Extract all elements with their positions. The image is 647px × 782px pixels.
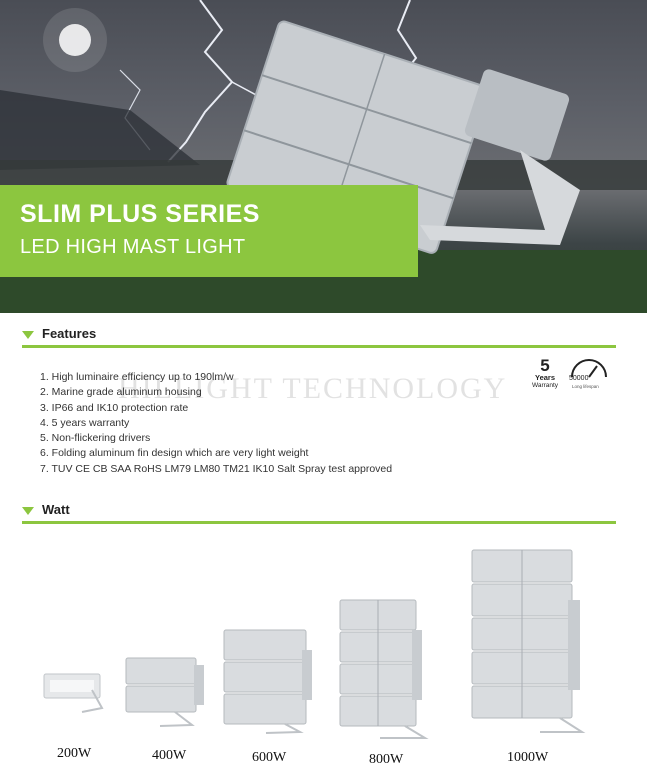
- triangle-down-icon: [22, 507, 34, 515]
- features-list: 1. High luminaire efficiency up to 190lm…: [40, 370, 392, 477]
- feature-item: 4. 5 years warranty: [40, 416, 130, 429]
- feature-item: 5. Non-flickering drivers: [40, 432, 151, 445]
- watt-heading: Watt: [42, 502, 70, 517]
- watt-header: Watt: [22, 502, 616, 524]
- hero-banner: SLIM PLUS SERIES LED HIGH MAST LIGHT: [0, 0, 647, 313]
- warranty-years: Years: [534, 373, 556, 382]
- feature-item: 6. Folding aluminum fin design which are…: [40, 447, 309, 460]
- feature-item: 2. Marine grade aluminum housing: [40, 386, 202, 399]
- series-title: SLIM PLUS SERIES: [20, 200, 260, 228]
- series-subtitle: LED HIGH MAST LIGHT: [20, 236, 246, 258]
- product-lineup: [43, 549, 586, 739]
- features-divider: [22, 345, 616, 348]
- lifespan-caption: Long lifespan: [572, 384, 599, 389]
- product-800w: [339, 599, 429, 739]
- product-400w: [125, 657, 204, 727]
- product-label: 600W: [252, 750, 287, 765]
- lifespan-value: 50000: [569, 375, 589, 382]
- warranty-number: 5: [540, 356, 550, 375]
- product-label: 200W: [57, 746, 92, 761]
- features-header: Features: [22, 326, 616, 348]
- product-200w: [43, 673, 104, 713]
- gauge-icon: [571, 359, 607, 378]
- warranty-badge: 5 Years Warranty: [528, 357, 562, 390]
- product-label: 1000W: [507, 750, 549, 765]
- features-heading: Features: [42, 326, 97, 341]
- feature-item: 1. High luminaire efficiency up to 190lm…: [40, 371, 234, 383]
- title-band: [0, 185, 418, 277]
- triangle-down-icon: [22, 331, 34, 339]
- watt-divider: [22, 521, 616, 524]
- product-1000w: [471, 549, 586, 733]
- feature-item: 3. IP66 and IK10 protection rate: [40, 401, 189, 414]
- product-label: 800W: [369, 752, 404, 767]
- product-600w: [223, 629, 312, 734]
- lifespan-badge: 50000 Long lifespan: [564, 355, 614, 395]
- warranty-label: Warranty: [531, 382, 559, 389]
- product-label: 400W: [152, 748, 187, 763]
- feature-item: 7. TUV CE CB SAA RoHS LM79 LM80 TM21 IK1…: [40, 462, 393, 475]
- watermark: HILLIGHT TECHNOLOGY: [118, 372, 508, 405]
